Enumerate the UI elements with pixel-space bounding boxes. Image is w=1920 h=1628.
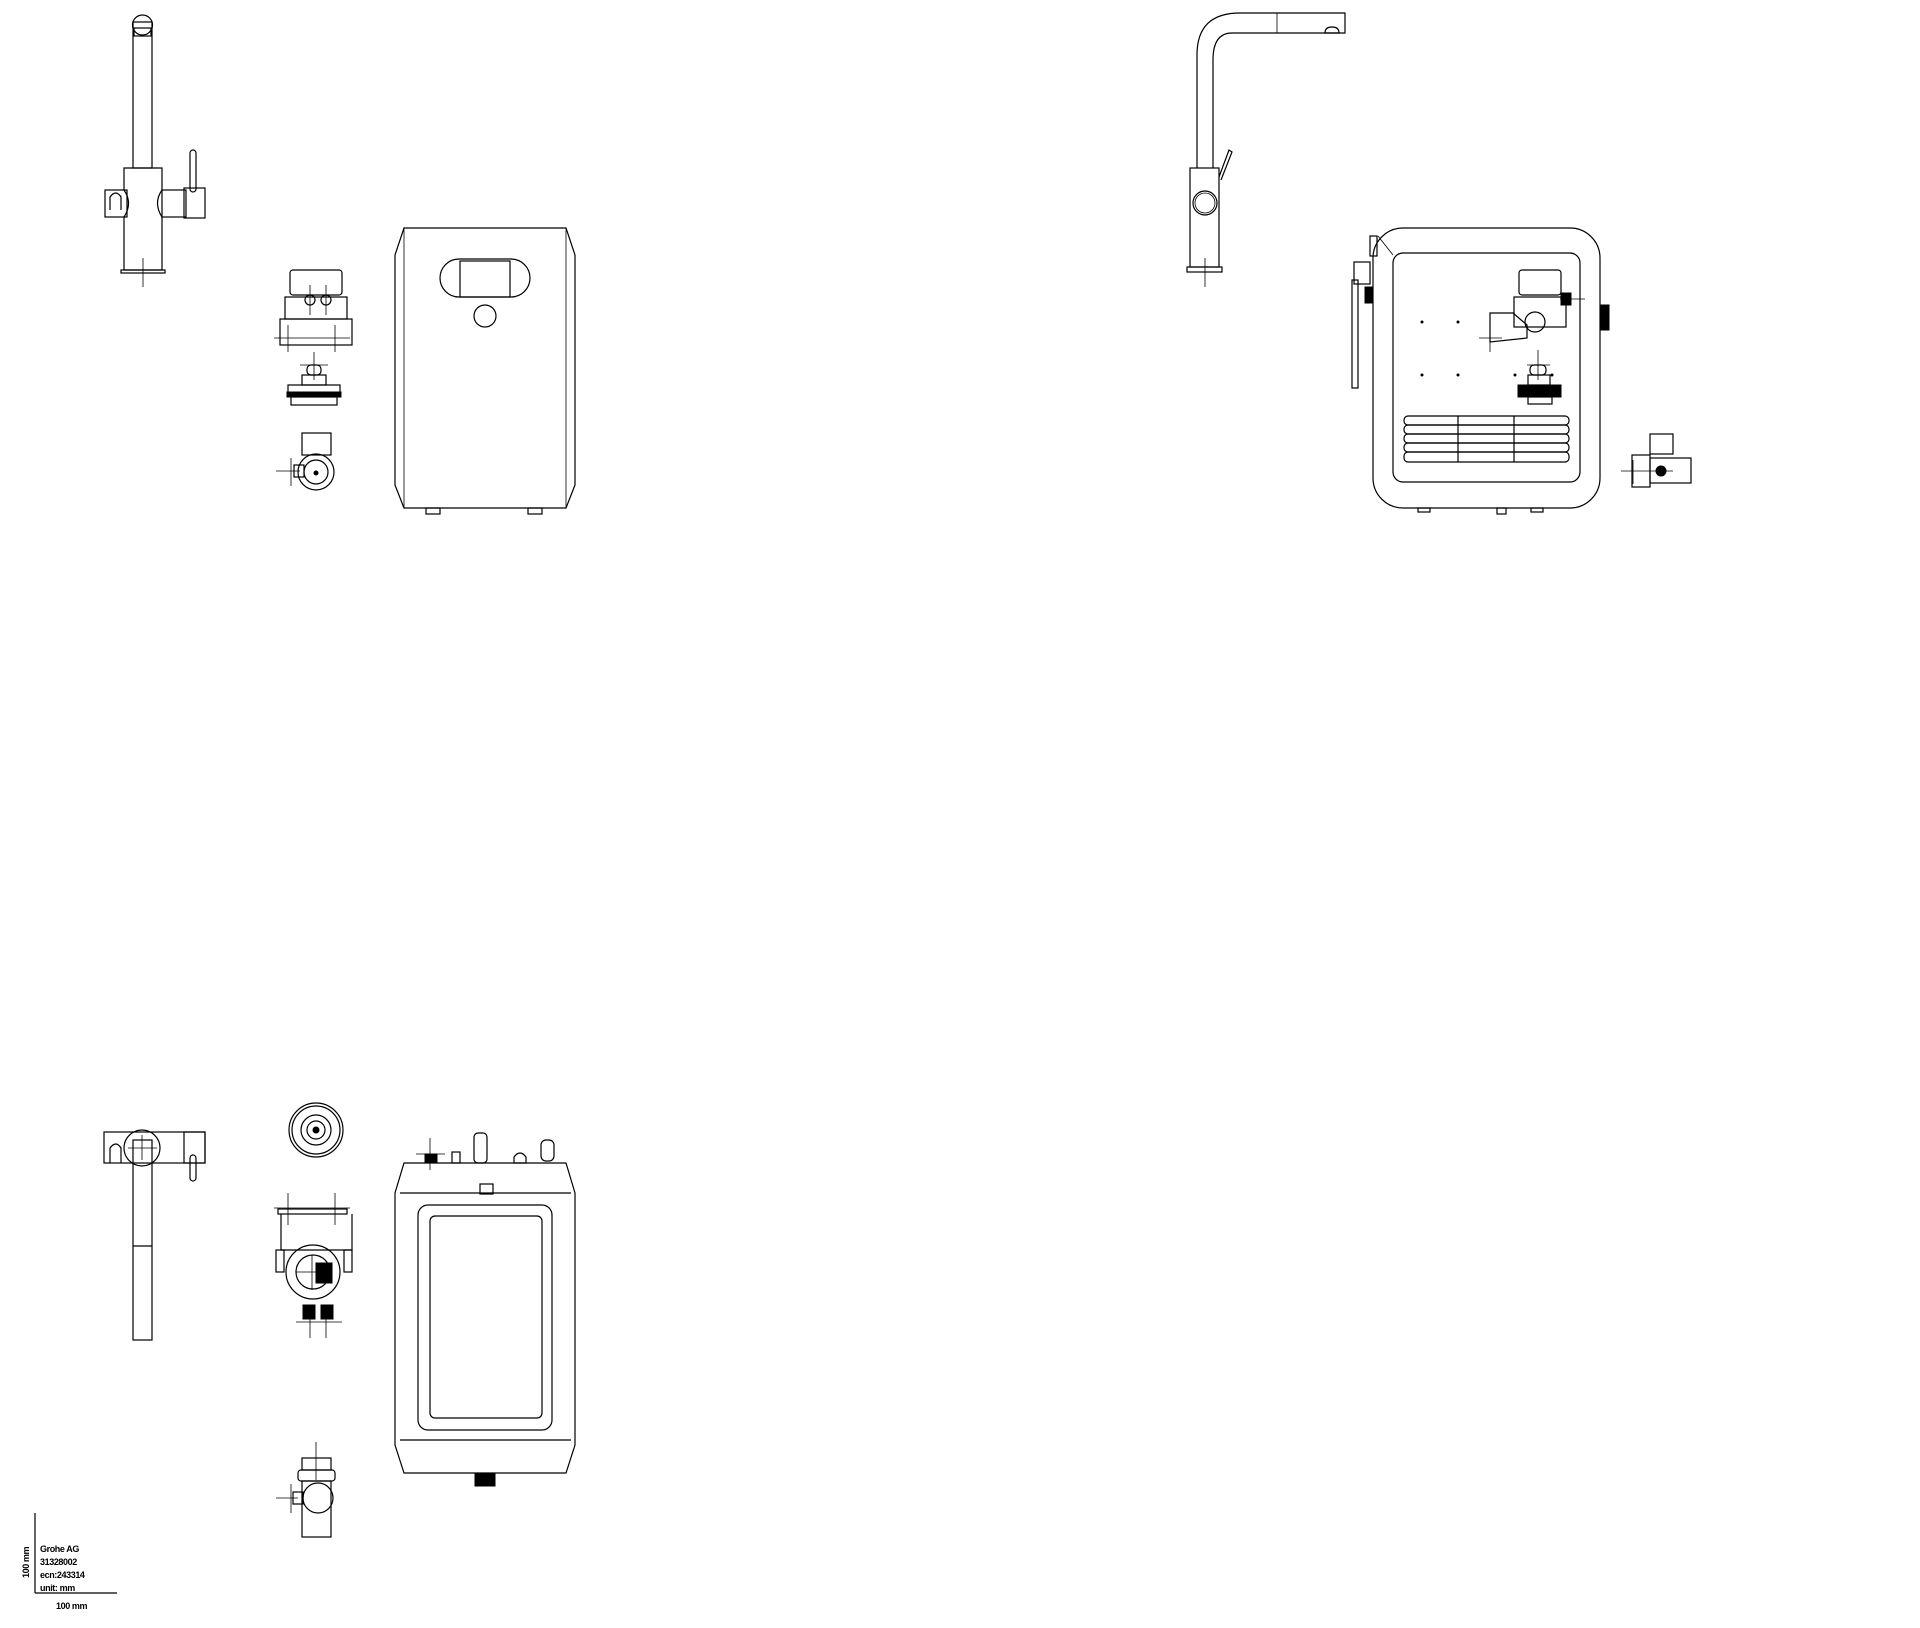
filter-top-view <box>288 1102 344 1158</box>
boiler-tank-side-view <box>1351 227 1610 515</box>
ecn-number: ecn:243314 <box>40 1570 85 1580</box>
boiler-tank-top-view <box>394 1132 576 1487</box>
filter-head-bottom-view <box>274 1193 353 1338</box>
filter-head-front-view <box>274 269 353 352</box>
unit-label: unit: mm <box>40 1583 75 1593</box>
title-block: Grohe AG 31328002 ecn:243314 unit: mm 10… <box>21 1513 117 1611</box>
faucet-front-view <box>104 14 206 287</box>
angle-valve-front-view <box>276 432 335 491</box>
scale-vertical-label: 100 mm <box>21 1546 31 1578</box>
angle-valve-top-view <box>276 1442 336 1538</box>
filter-cartridge-front-view <box>286 352 342 406</box>
filter-head-side <box>1479 269 1585 352</box>
faucet-top-view <box>103 1129 206 1341</box>
faucet-side-view <box>1186 12 1346 287</box>
mounting-holes <box>1420 320 1554 377</box>
article-number: 31328002 <box>40 1557 77 1567</box>
scale-horizontal-label: 100 mm <box>56 1601 88 1611</box>
angle-valve-side-view <box>1621 433 1692 488</box>
filter-cartridge-side <box>1517 350 1562 405</box>
boiler-tank-front-view <box>394 227 576 515</box>
vent-grille <box>1403 415 1570 463</box>
button-icon <box>473 304 497 328</box>
company-name: Grohe AG <box>40 1544 79 1554</box>
